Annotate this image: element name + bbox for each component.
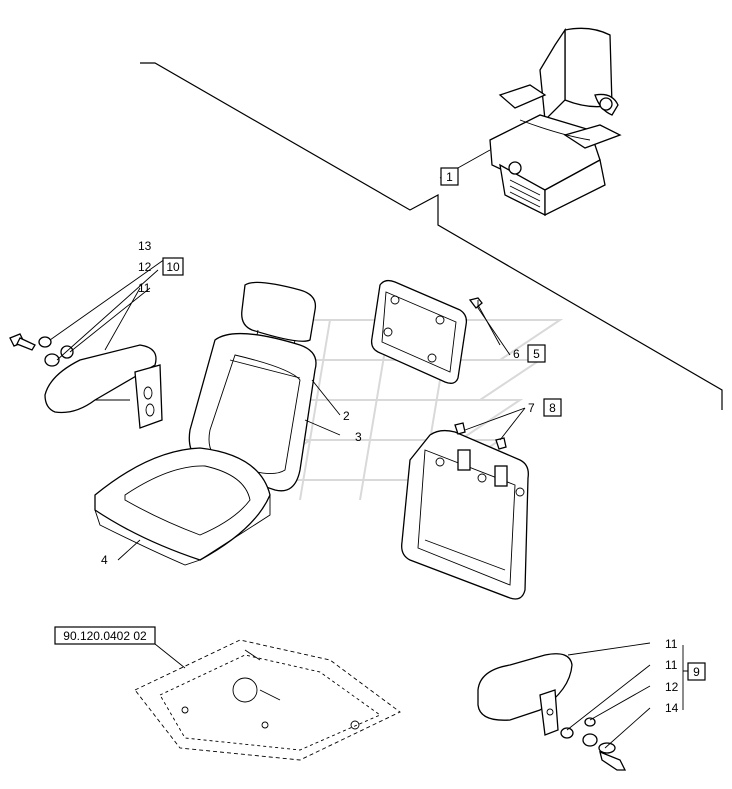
callout-8-number: 8: [549, 401, 556, 415]
callout-1-number: 1: [446, 170, 453, 184]
backrest-panel: [370, 279, 501, 384]
callout-3: 3: [355, 430, 362, 444]
callout-10: 10: [162, 257, 184, 276]
callout-7-number: 7: [528, 401, 535, 415]
callout-2: 2: [343, 409, 350, 423]
callout-13-number: 13: [138, 239, 152, 253]
callout-12-right: 12: [665, 680, 679, 694]
callout-11-right-top-number: 11: [665, 637, 678, 651]
bracket-9: [682, 645, 688, 710]
callout-10-number: 10: [166, 260, 180, 274]
seat-base-plate: [134, 639, 401, 761]
callout-11-right-number: 11: [665, 658, 678, 672]
reference-label: 90.120.0402 02: [54, 626, 156, 645]
callout-9: 9: [687, 662, 706, 681]
callout-2-number: 2: [343, 409, 350, 423]
callout-4-number: 4: [101, 553, 108, 567]
leader-lines: [49, 149, 651, 749]
callout-5: 5: [527, 344, 546, 363]
callout-5-number: 5: [533, 347, 540, 361]
callout-12-left-number: 12: [138, 260, 152, 274]
callout-7: 7: [528, 401, 535, 415]
left-armrest-hardware: [9, 333, 74, 367]
callout-11-right: 11: [665, 658, 678, 672]
seat-back-frame: [401, 422, 529, 600]
callout-13: 13: [138, 239, 152, 253]
right-armrest: [477, 653, 573, 736]
callout-1: 1: [440, 167, 459, 186]
callout-14-number: 14: [665, 701, 679, 715]
callout-4: 4: [101, 553, 108, 567]
right-armrest-hardware: [560, 717, 627, 771]
callout-14: 14: [665, 701, 679, 715]
callout-11-right-top: 11: [665, 637, 678, 651]
complete-seat-assembly: [489, 27, 622, 217]
seat-cushion: [94, 447, 271, 566]
callout-6: 6: [513, 347, 520, 361]
assembly-boundary-line: [140, 62, 723, 410]
callout-3-number: 3: [355, 430, 362, 444]
callout-8: 8: [543, 398, 562, 417]
callout-9-number: 9: [693, 665, 700, 679]
callout-12-left: 12: [138, 260, 152, 274]
callout-6-number: 6: [513, 347, 520, 361]
callout-11-left-number: 11: [138, 281, 151, 295]
callout-11-left: 11: [138, 281, 151, 295]
left-armrest: [44, 344, 163, 429]
reference-number: 90.120.0402 02: [63, 629, 147, 643]
callout-12-right-number: 12: [665, 680, 679, 694]
